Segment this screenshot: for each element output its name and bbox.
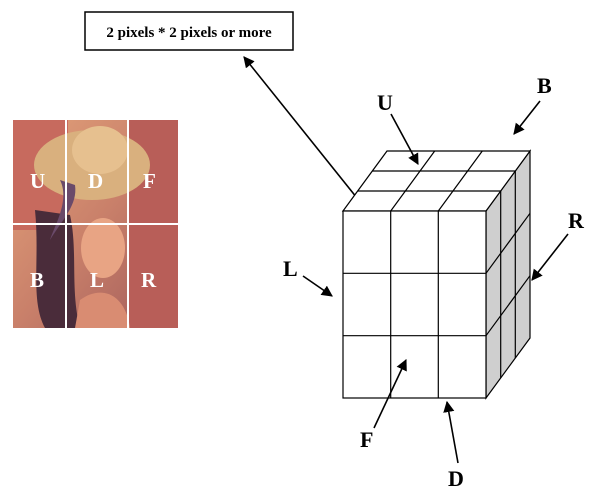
cube-top-grid (357, 150, 516, 212)
callout-arrow (243, 56, 358, 199)
image-cell-label: B (30, 268, 44, 292)
arrow-u (390, 113, 419, 165)
rubiks-cube (341, 149, 532, 400)
portrait-image (13, 120, 178, 328)
label-r: R (568, 208, 585, 233)
cube-face-labels: U B R L F D (283, 73, 585, 491)
image-cell-label: U (30, 169, 45, 193)
label-d: D (448, 466, 464, 491)
image-grid: U D F B L R (13, 120, 178, 328)
cube-side-grid (485, 171, 531, 378)
image-cell-label: L (90, 268, 104, 292)
label-l: L (283, 256, 298, 281)
image-cell-label: D (88, 169, 103, 193)
cube-front-face (342, 210, 487, 399)
image-grid-lines (13, 120, 178, 328)
label-f: F (360, 427, 373, 452)
arrow-d (443, 400, 459, 464)
callout-box: 2 pixels * 2 pixels or more (84, 11, 294, 51)
arrow-l (302, 275, 333, 297)
arrow-f (373, 358, 407, 429)
arrow-b (513, 100, 541, 135)
callout-text: 2 pixels * 2 pixels or more (106, 25, 272, 41)
cube-front-grid (343, 211, 486, 398)
image-cell-label: R (141, 268, 157, 292)
arrow-r (531, 233, 569, 281)
image-cell-label: F (143, 169, 156, 193)
label-b: B (537, 73, 552, 98)
label-u: U (377, 90, 393, 115)
